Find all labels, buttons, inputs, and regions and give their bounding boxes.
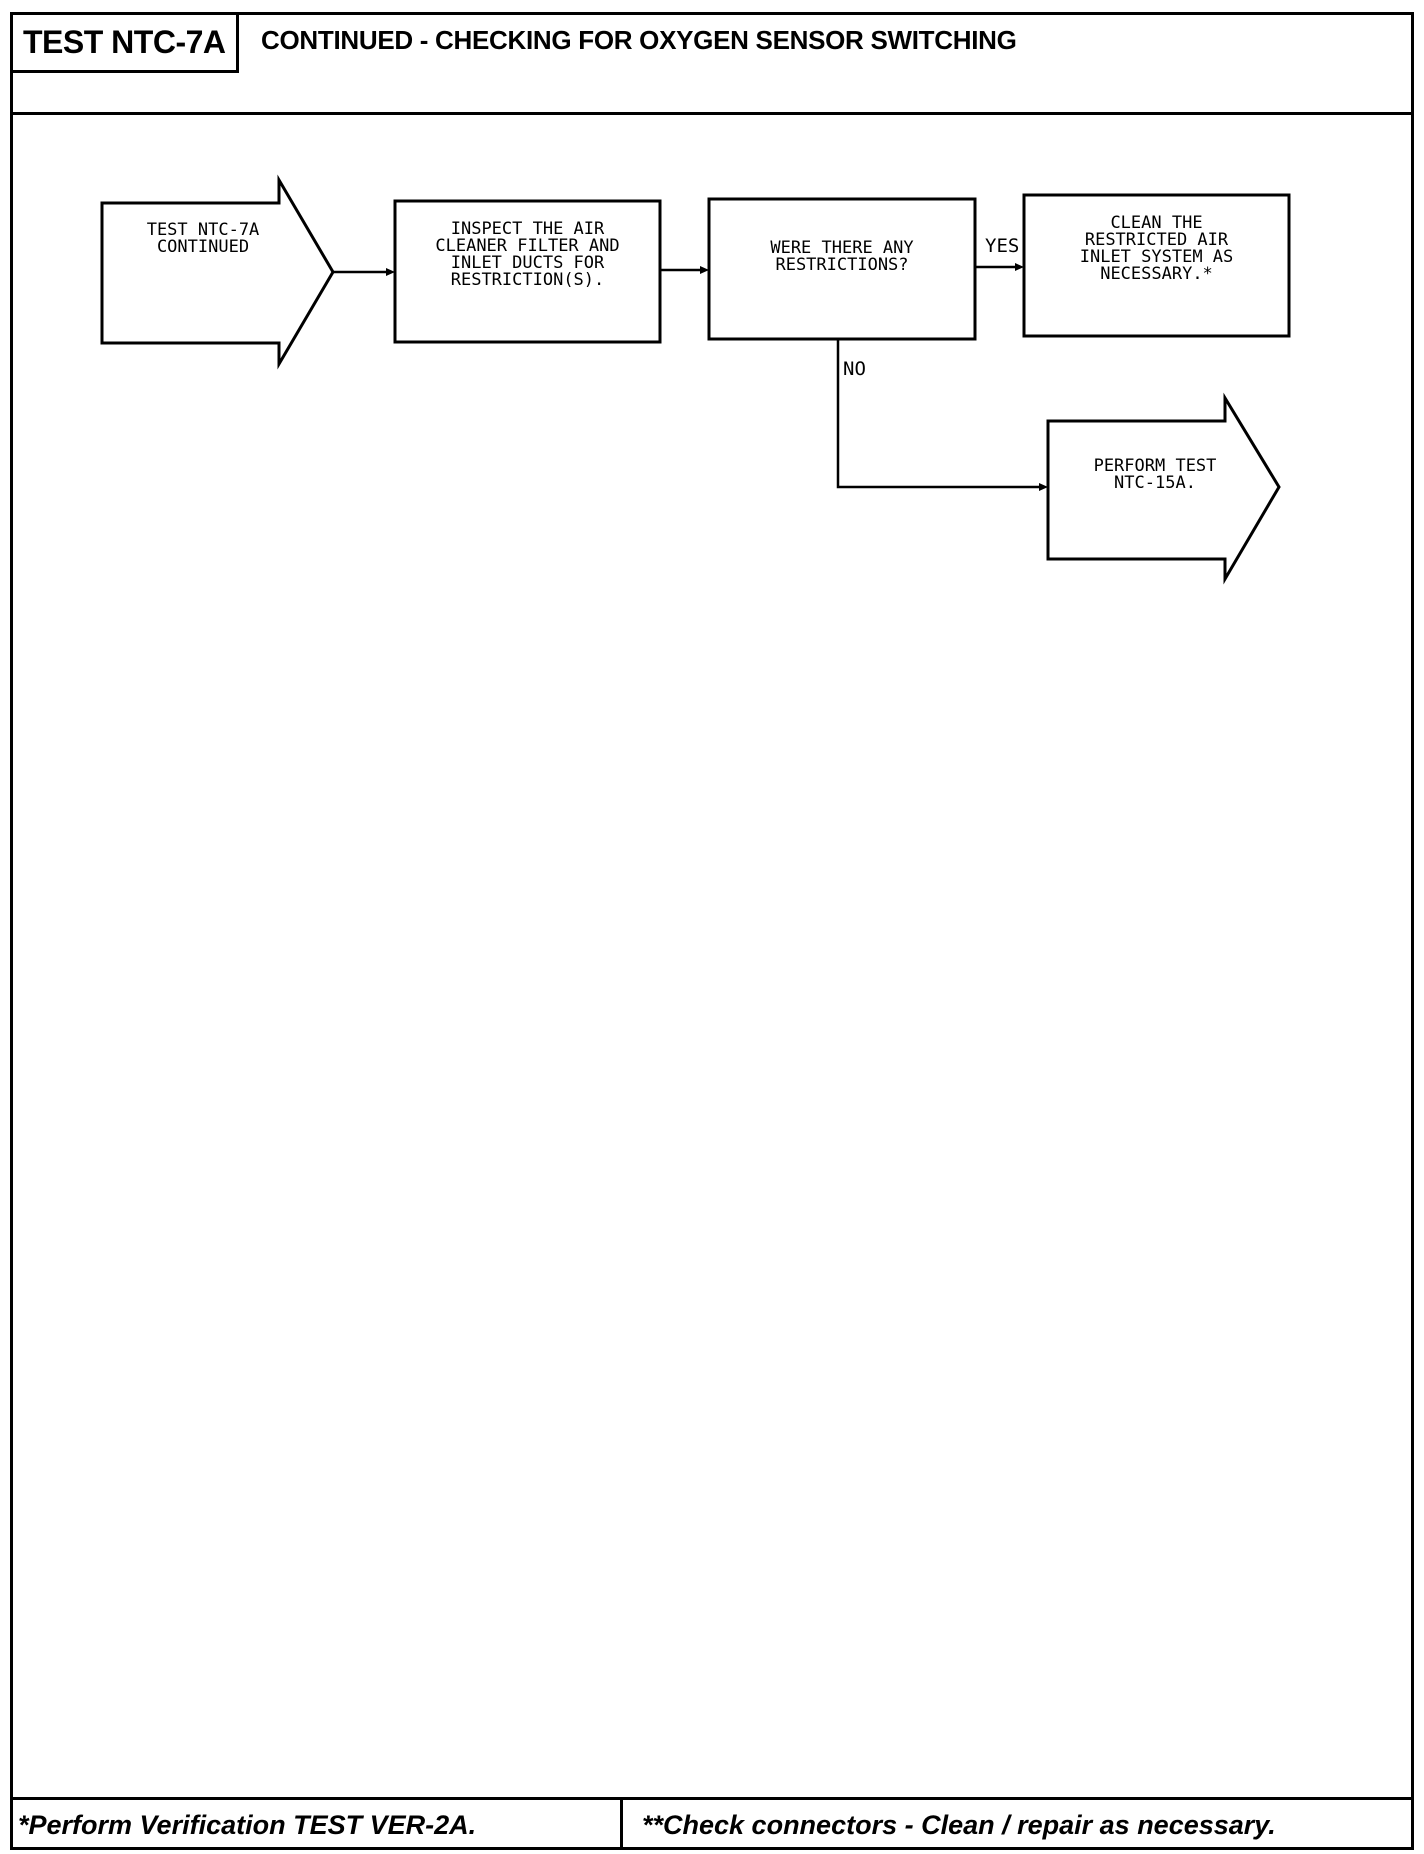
page-frame: TEST NTC-7A CONTINUED - CHECKING FOR OXY… — [10, 12, 1414, 1850]
edge-question-to-perform-arrowhead — [1039, 483, 1048, 491]
question-node-label: WERE THERE ANY RESTRICTIONS? — [770, 238, 914, 275]
yes-label: YES — [985, 235, 1020, 257]
footer: *Perform Verification TEST VER-2A. **Che… — [10, 1797, 1414, 1850]
inspect-node-shape — [393, 199, 662, 344]
footer-note-verification: *Perform Verification TEST VER-2A. — [18, 1809, 477, 1840]
edge-inspect-to-question-arrowhead — [700, 266, 709, 274]
page-title: CONTINUED - CHECKING FOR OXYGEN SENSOR S… — [261, 25, 1017, 55]
edge-start-to-inspect-arrowhead — [386, 268, 395, 276]
clean-node-label: CLEAN THE RESTRICTED AIR INLET SYSTEM AS… — [1079, 213, 1234, 284]
perform-node-label: PERFORM TEST NTC-15A. — [1093, 456, 1217, 493]
edge-question-to-clean-arrowhead — [1015, 263, 1024, 271]
header: TEST NTC-7A CONTINUED - CHECKING FOR OXY… — [13, 15, 1411, 115]
clean-node-shape — [1022, 193, 1291, 338]
inspect-node-label: INSPECT THE AIR CLEANER FILTER AND INLET… — [435, 219, 620, 290]
footer-divider — [620, 1800, 623, 1850]
question-node-shape — [707, 197, 977, 341]
test-id-label: TEST NTC-7A — [13, 15, 239, 73]
start-node-shape — [100, 174, 335, 370]
perform-node-shape — [1046, 392, 1281, 585]
edge-question-to-perform — [836, 339, 1042, 489]
no-label: NO — [843, 358, 866, 380]
footer-note-connectors: **Check connectors - Clean / repair as n… — [642, 1809, 1276, 1840]
start-node-label: TEST NTC-7A CONTINUED — [146, 220, 260, 257]
